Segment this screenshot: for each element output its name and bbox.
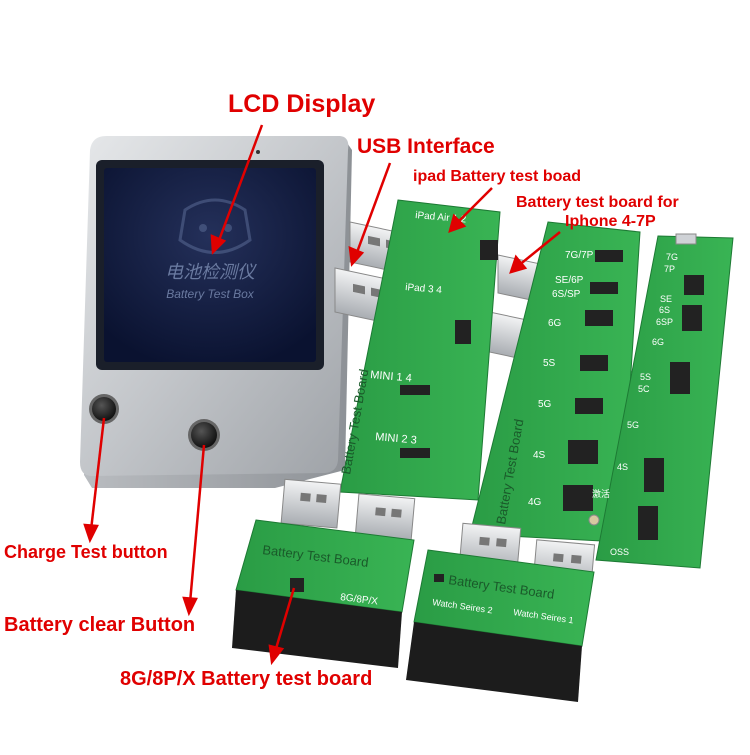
screen-chinese-title: 电池检测仪	[165, 262, 257, 282]
iphone-label-7g7p: 7G/7P	[565, 250, 594, 261]
narrow-label-6g: 6G	[652, 337, 664, 347]
eight-board-label: 8G/8P/X	[340, 592, 379, 608]
iphone-label-5s: 5S	[543, 358, 556, 369]
narrow-label-7p: 7P	[664, 264, 675, 274]
battery-clear-button[interactable]	[191, 422, 217, 448]
watch-battery-test-board: Battery Test Board Watch Seires 2 Watch …	[406, 522, 596, 702]
callout-clear-button: Battery clear Button	[4, 614, 196, 636]
iphone-battery-test-board: 7G/7P SE/6P 6S/SP 6G 5S 5G 4S 4G Battery…	[469, 221, 641, 543]
narrow-label-6s: 6S	[659, 305, 670, 315]
narrow-label-5c: 5C	[638, 384, 650, 394]
callout-charge-button: Charge Test button	[4, 542, 168, 562]
callout-ipad-board: ipad Battery test boad	[413, 168, 582, 185]
narrow-label-oss: OSS	[610, 547, 629, 557]
narrow-label-5s: 5S	[640, 372, 651, 382]
callout-arrows	[83, 124, 561, 666]
callout-8g-board: 8G/8P/X Battery test board	[120, 668, 373, 690]
callout-iphone-board-line2: Iphone 4-7P	[565, 213, 656, 230]
iphone-label-6ssp: 6S/SP	[552, 289, 581, 300]
ipad-label-mini23: MINI 2 3	[375, 431, 417, 447]
iphone-label-se6p: SE/6P	[555, 275, 584, 286]
narrow-label-6sp: 6SP	[656, 317, 673, 327]
charge-test-button[interactable]	[92, 397, 116, 421]
micro-usb-port	[675, 233, 697, 245]
eight-battery-test-board: Battery Test Board 8G/8P/X	[232, 478, 416, 668]
narrow-label-activate: 激活	[592, 488, 610, 499]
iphone-label-4s: 4S	[533, 450, 546, 461]
ipad-label-34: iPad 3 4	[405, 282, 443, 296]
battery-test-box: 电池检测仪 Battery Test Box	[80, 136, 352, 488]
narrow-label-5g: 5G	[627, 420, 639, 430]
ipad-label-mini14: MINI 1 4	[370, 369, 412, 385]
iphone-label-6g: 6G	[548, 318, 562, 329]
activate-button[interactable]	[588, 514, 600, 526]
tiger-logo-icon	[178, 198, 252, 254]
narrow-label-7g: 7G	[666, 252, 678, 262]
callout-iphone-board-line1: Battery test board for	[516, 194, 679, 211]
callout-usb-interface: USB Interface	[357, 135, 495, 158]
iphone-label-4g: 4G	[528, 497, 542, 508]
screen-english-title: Battery Test Box	[166, 287, 255, 301]
callout-lcd-display: LCD Display	[228, 90, 376, 118]
narrow-label-se: SE	[660, 294, 672, 304]
iphone-label-5g: 5G	[538, 399, 552, 410]
narrow-battery-test-board: 7G 7P SE 6S 6SP 6G 5S 5C 5G 4S 激活 OSS	[588, 233, 734, 569]
lcd-screen	[104, 168, 316, 362]
narrow-label-4s: 4S	[617, 462, 628, 472]
